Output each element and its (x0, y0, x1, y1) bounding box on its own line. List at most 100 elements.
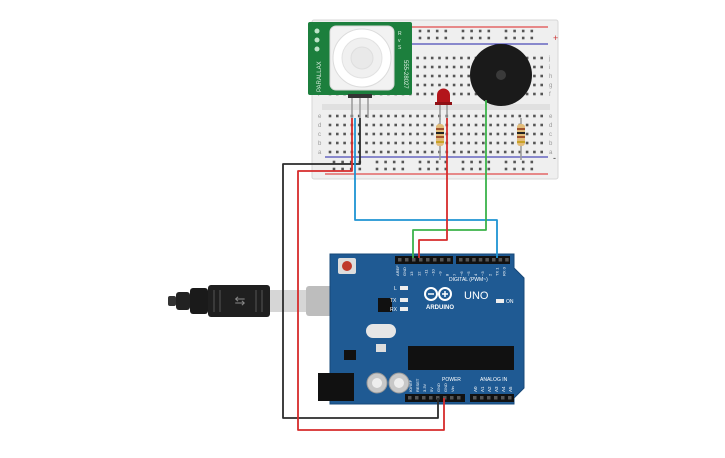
breadboard-hole[interactable] (423, 56, 427, 60)
header-pin[interactable] (433, 258, 437, 262)
breadboard-hole[interactable] (416, 150, 419, 154)
breadboard-hole[interactable] (467, 150, 470, 154)
breadboard-hole[interactable] (518, 114, 522, 118)
breadboard-hole[interactable] (379, 114, 383, 118)
breadboard-hole[interactable] (540, 83, 543, 87)
breadboard-hole[interactable] (525, 123, 529, 127)
breadboard-hole[interactable] (438, 83, 441, 87)
breadboard-hole[interactable] (474, 141, 478, 145)
header-pin[interactable] (440, 258, 444, 262)
breadboard-hole[interactable] (503, 123, 507, 127)
breadboard-hole[interactable] (423, 114, 427, 118)
breadboard-hole[interactable] (460, 74, 463, 78)
breadboard-hole[interactable] (416, 114, 419, 118)
rail-hole[interactable] (341, 160, 344, 164)
header-pin[interactable] (494, 396, 498, 400)
header-pin[interactable] (498, 258, 503, 262)
rail-hole[interactable] (521, 36, 525, 40)
breadboard-hole[interactable] (416, 56, 419, 60)
breadboard-hole[interactable] (379, 141, 383, 145)
rail-hole[interactable] (444, 167, 448, 171)
breadboard-hole[interactable] (423, 74, 427, 78)
breadboard-hole[interactable] (540, 114, 543, 118)
breadboard-hole[interactable] (401, 114, 405, 118)
breadboard-hole[interactable] (489, 123, 492, 127)
breadboard-hole[interactable] (430, 141, 434, 145)
breadboard-hole[interactable] (394, 150, 397, 154)
rail-hole[interactable] (530, 29, 534, 33)
rail-hole[interactable] (470, 160, 473, 164)
header-pin[interactable] (436, 396, 440, 400)
rail-hole[interactable] (513, 36, 516, 40)
rail-hole[interactable] (341, 167, 344, 171)
breadboard-hole[interactable] (416, 74, 419, 78)
breadboard-hole[interactable] (503, 114, 507, 118)
breadboard-hole[interactable] (467, 56, 470, 60)
rail-hole[interactable] (375, 167, 379, 171)
breadboard-hole[interactable] (518, 150, 522, 154)
breadboard-hole[interactable] (474, 123, 478, 127)
breadboard-hole[interactable] (525, 56, 529, 60)
rail-hole[interactable] (461, 36, 465, 40)
rail-hole[interactable] (392, 167, 396, 171)
breadboard-hole[interactable] (533, 123, 536, 127)
rail-hole[interactable] (435, 36, 439, 40)
breadboard-hole[interactable] (328, 123, 332, 127)
rail-hole[interactable] (487, 29, 491, 33)
breadboard-hole[interactable] (387, 150, 390, 154)
rail-hole[interactable] (418, 160, 422, 164)
breadboard-hole[interactable] (328, 150, 332, 154)
breadboard-hole[interactable] (533, 65, 536, 69)
breadboard-hole[interactable] (394, 123, 397, 127)
rail-hole[interactable] (461, 29, 465, 33)
wire-green-buzzer[interactable] (412, 100, 487, 258)
header-pin[interactable] (450, 396, 454, 400)
breadboard-hole[interactable] (409, 150, 412, 154)
breadboard-hole[interactable] (533, 92, 536, 96)
rail-hole[interactable] (358, 167, 362, 171)
breadboard-hole[interactable] (496, 123, 500, 127)
rail-hole[interactable] (461, 167, 465, 171)
rail-hole[interactable] (513, 160, 516, 164)
breadboard-hole[interactable] (467, 123, 470, 127)
rail-hole[interactable] (401, 160, 405, 164)
breadboard-hole[interactable] (401, 141, 405, 145)
breadboard-hole[interactable] (343, 150, 346, 154)
rail-hole[interactable] (461, 160, 465, 164)
breadboard-hole[interactable] (540, 132, 543, 136)
rail-hole[interactable] (530, 167, 534, 171)
rail-hole[interactable] (487, 160, 491, 164)
rail-hole[interactable] (521, 29, 525, 33)
breadboard-hole[interactable] (503, 132, 507, 136)
rail-hole[interactable] (401, 167, 405, 171)
breadboard-hole[interactable] (511, 141, 514, 145)
rail-hole[interactable] (427, 29, 430, 33)
breadboard-hole[interactable] (467, 83, 470, 87)
breadboard-hole[interactable] (430, 92, 434, 96)
breadboard-hole[interactable] (474, 114, 478, 118)
breadboard-hole[interactable] (525, 150, 529, 154)
breadboard-hole[interactable] (540, 74, 543, 78)
wire-red-5v[interactable] (297, 118, 445, 431)
power-rail-bottom[interactable] (332, 160, 534, 171)
breadboard-hole[interactable] (540, 150, 543, 154)
breadboard-hole[interactable] (430, 123, 434, 127)
breadboard-hole[interactable] (445, 83, 449, 87)
breadboard-hole[interactable] (357, 114, 361, 118)
breadboard-hole[interactable] (423, 65, 427, 69)
breadboard-hole[interactable] (416, 132, 419, 136)
rail-hole[interactable] (418, 29, 422, 33)
rail-hole[interactable] (504, 167, 508, 171)
pir-sensor[interactable]: PARALLAX 555-28027 R v S (308, 22, 412, 118)
breadboard-hole[interactable] (540, 141, 543, 145)
resistor-buzzer[interactable] (517, 118, 525, 160)
breadboard-hole[interactable] (533, 141, 536, 145)
breadboard-hole[interactable] (409, 123, 412, 127)
breadboard-hole[interactable] (336, 132, 339, 136)
breadboard-hole[interactable] (409, 141, 412, 145)
breadboard-hole[interactable] (496, 150, 500, 154)
breadboard-hole[interactable] (387, 132, 390, 136)
breadboard-hole[interactable] (467, 74, 470, 78)
breadboard-hole[interactable] (409, 114, 412, 118)
breadboard-hole[interactable] (445, 56, 449, 60)
